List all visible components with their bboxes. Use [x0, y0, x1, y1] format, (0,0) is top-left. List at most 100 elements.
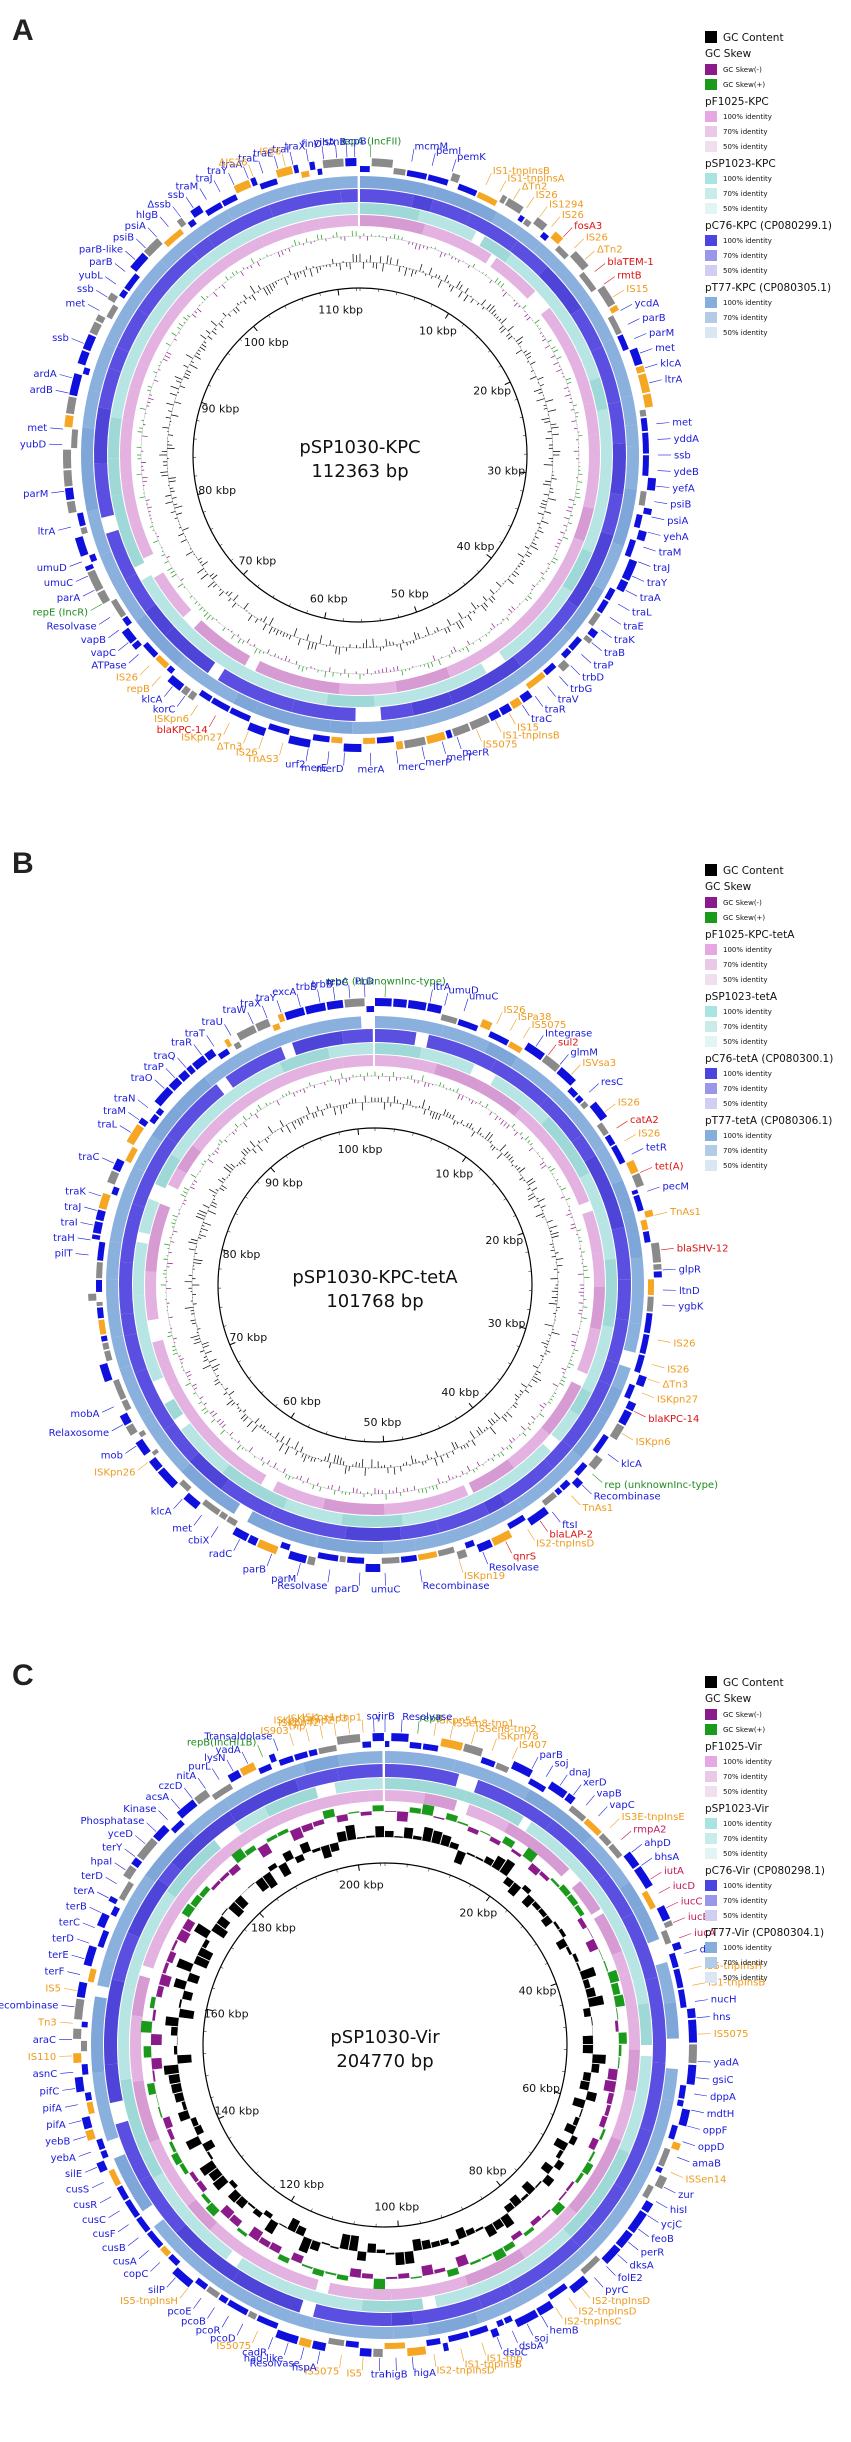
- gene-label: blaKPC-14: [648, 1414, 699, 1425]
- identity-block: [540, 2250, 587, 2290]
- gc-skew-bar: [526, 316, 531, 321]
- gene-label: trbB: [311, 979, 332, 990]
- gc-skew-bar: [217, 1418, 222, 1423]
- gc-content-bar: [540, 2161, 554, 2174]
- gc-content-bar: [295, 2225, 307, 2237]
- gc-content-bar: [477, 1426, 483, 1434]
- identity-block: [176, 2224, 240, 2282]
- gc-skew-bar: [281, 1094, 284, 1098]
- gene-feature: [447, 2331, 469, 2343]
- legend-reference-name: pT77-Vir (CP080304.1): [705, 1927, 824, 1939]
- gc-skew-bar: [396, 1811, 409, 1822]
- identity-block: [111, 1335, 131, 1370]
- identity-swatch: [705, 250, 717, 261]
- identity-block: [562, 343, 595, 406]
- identity-block: [375, 1043, 422, 1059]
- gc-content-bar: [175, 380, 182, 384]
- gc-content-bar: [228, 313, 232, 317]
- gc-skew-bar: [456, 1088, 459, 1093]
- leader-line: [482, 1551, 489, 1565]
- gc-skew-bar: [527, 1863, 541, 1876]
- gene-feature: [104, 1350, 113, 1362]
- gene-feature: [507, 1041, 523, 1054]
- gc-skew-bar: [312, 1484, 315, 1490]
- legend-skew-neg: GC Skew(-): [723, 899, 762, 907]
- ring-psp1023: [132, 1043, 617, 1528]
- gc-content-bar: [241, 1888, 248, 1895]
- identity-block: [124, 1333, 147, 1373]
- gene-feature: [360, 166, 370, 173]
- gc-content-bar: [527, 361, 529, 363]
- gc-skew-bar: [491, 623, 496, 628]
- gc-skew-bar: [501, 1446, 504, 1450]
- gc-skew-bar: [198, 604, 201, 606]
- leader-line: [541, 2315, 549, 2328]
- gene-feature: [504, 198, 524, 214]
- gene-label: Relaxosome: [49, 1428, 110, 1439]
- identity-swatch: [705, 327, 717, 338]
- gc-skew-bar: [192, 1383, 197, 1387]
- gene-feature: [541, 1054, 561, 1073]
- gc-skew-bar: [336, 1814, 349, 1823]
- gc-skew-bar: [524, 311, 526, 313]
- leader-line: [539, 1520, 548, 1532]
- gc-skew-bar: [179, 2163, 189, 2175]
- identity-block: [192, 1119, 224, 1152]
- gene-feature: [146, 2230, 164, 2249]
- gene-label: ltnD: [679, 1286, 700, 1297]
- legend-gc-content: GC Content: [723, 32, 784, 44]
- leader-line: [117, 2224, 129, 2233]
- identity-block: [181, 1463, 241, 1515]
- leader-line: [261, 1005, 268, 1019]
- gc-content-bar: [500, 328, 506, 334]
- gc-content-bar: [528, 1195, 536, 1201]
- gc-content-bar: [489, 589, 495, 595]
- skew-neg-swatch: [705, 897, 717, 908]
- gc-skew-bar: [614, 2020, 619, 2032]
- gene-feature: [527, 1778, 547, 1793]
- gc-content-bar: [385, 1830, 394, 1838]
- gc-content-bar: [519, 1177, 524, 1181]
- gc-content-bar: [563, 2122, 577, 2135]
- gene-feature: [601, 2244, 621, 2265]
- gc-content-bar: [267, 1431, 269, 1434]
- gene-feature: [298, 2337, 312, 2348]
- gc-content-bar: [165, 416, 171, 419]
- gc-skew-bar: [607, 1969, 620, 1984]
- leader-line: [150, 2262, 161, 2272]
- gene-feature: [609, 304, 620, 314]
- gc-skew-bar: [345, 1077, 347, 1083]
- identity-block: [269, 1506, 347, 1540]
- gene-label: repB: [419, 1713, 442, 1724]
- gc-skew-bar: [266, 254, 268, 257]
- gc-content-bar: [190, 1238, 198, 1242]
- gene-feature: [347, 1556, 365, 1564]
- gc-skew-bar: [231, 634, 235, 639]
- legend-identity-level: 100% identity: [723, 1070, 772, 1078]
- gc-skew-bar: [231, 1437, 233, 1440]
- gene-label: qnrS: [513, 1551, 536, 1562]
- gc-content-bar: [452, 1450, 455, 1455]
- gene-feature: [250, 177, 258, 187]
- legend-identity-level: 70% identity: [723, 190, 768, 198]
- gene-label: virB: [375, 1712, 395, 1723]
- gc-skew-bar: [482, 272, 484, 274]
- gene-label: traM: [659, 548, 682, 559]
- gc-skew-bar: [385, 667, 388, 673]
- identity-block: [254, 702, 331, 733]
- legend-gc-content: GC Content: [723, 865, 784, 877]
- identity-block: [132, 1136, 178, 1208]
- gc-content-bar: [511, 1164, 514, 1167]
- identity-block: [599, 1385, 623, 1417]
- identity-block: [540, 1116, 590, 1179]
- gc-content-bar: [234, 1895, 249, 1910]
- gc-skew-bar: [244, 1845, 257, 1856]
- gc-skew-bar: [480, 1830, 491, 1836]
- leader-line: [267, 2337, 274, 2350]
- gene-feature: [167, 675, 185, 691]
- gc-content-bar: [249, 1140, 256, 1148]
- gene-feature: [110, 598, 127, 618]
- gc-skew-bar: [163, 1258, 168, 1260]
- gc-content-bar: [310, 1456, 313, 1462]
- gene-feature: [640, 1219, 649, 1231]
